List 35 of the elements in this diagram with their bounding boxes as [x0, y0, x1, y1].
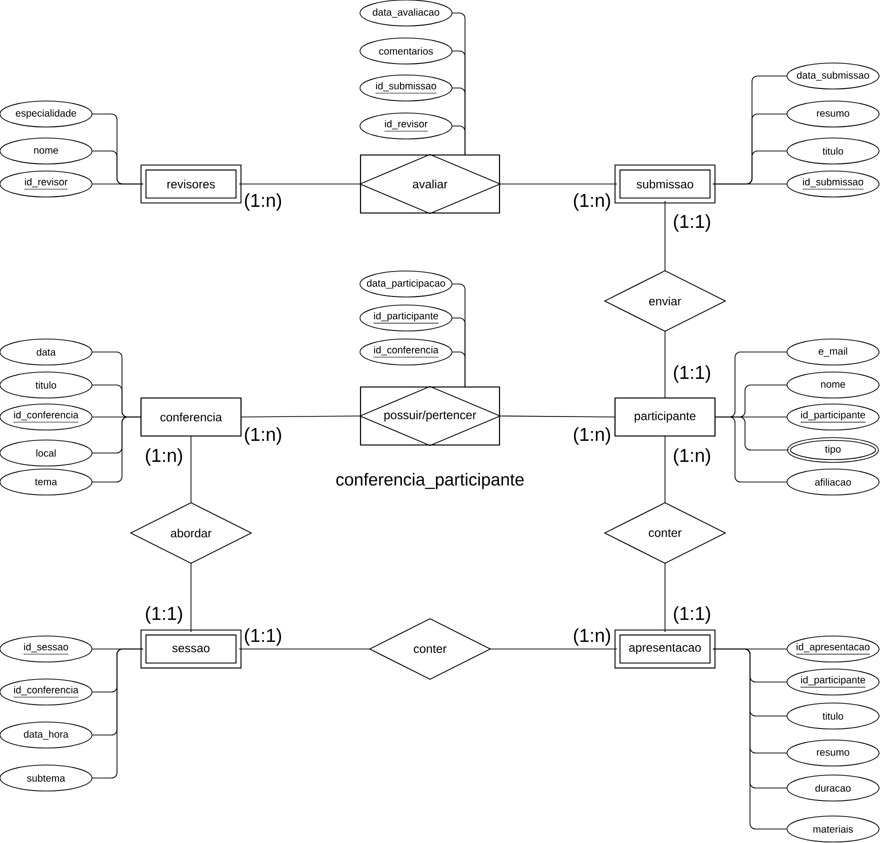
connector-line: [92, 648, 144, 778]
cardinality-label: (1:1): [244, 628, 282, 646]
cardinality-label: (1:1): [674, 365, 710, 383]
connector-line: [664, 562, 666, 632]
cardinality-label: (1:n): [574, 193, 610, 211]
connector-line: [452, 126, 466, 156]
connector-line: [500, 416, 615, 418]
entity-box: participante: [614, 397, 716, 437]
cardinality-label: (1:n): [574, 628, 610, 646]
connector-line: [715, 416, 787, 482]
cardinality-label: (1:n): [244, 427, 282, 445]
cardinality-label: (1:n): [244, 193, 282, 211]
weak-entity-box: sessao: [140, 630, 242, 668]
cardinality-label: (1:n): [574, 427, 610, 445]
connector-line: [92, 416, 141, 482]
entity-box: conferencia: [140, 397, 242, 437]
connector-line: [241, 416, 360, 418]
connector-line: [664, 330, 666, 398]
weak-entity-box: apresentacao: [614, 630, 716, 668]
cardinality-label: (1:1): [146, 606, 182, 624]
connector-line: [712, 648, 787, 830]
connector-line: [490, 648, 618, 650]
connector-line: [664, 200, 666, 272]
connector-line: [452, 352, 466, 388]
connector-line: [238, 648, 370, 650]
cardinality-label: (1:1): [674, 214, 710, 232]
cardinality-label: (1:n): [674, 448, 710, 466]
diagram-label: conferencia_participante: [336, 472, 524, 490]
weak-entity-box: submissao: [614, 164, 716, 204]
weak-entity-box: revisores: [140, 164, 242, 204]
cardinality-label: (1:1): [674, 606, 710, 624]
connector-line: [190, 436, 192, 504]
connector-line: [664, 436, 666, 504]
connector-line: [190, 562, 192, 632]
cardinality-label: (1:n): [146, 448, 182, 466]
